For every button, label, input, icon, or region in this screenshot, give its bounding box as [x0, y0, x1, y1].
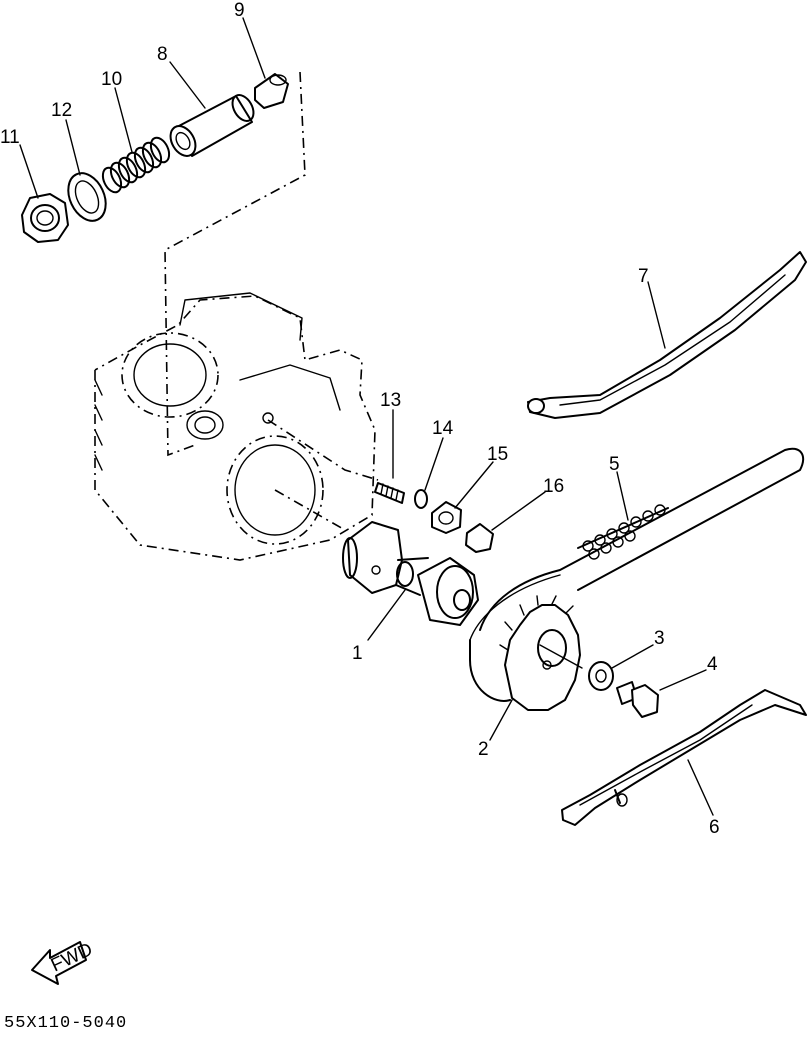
part-10-spring: [101, 136, 171, 194]
label-part-10: 10: [101, 69, 122, 90]
label-part-5: 5: [609, 454, 620, 475]
label-part-1: 1: [352, 643, 363, 664]
part-14-o-ring: [414, 489, 428, 509]
label-part-2: 2: [478, 739, 489, 760]
label-part-11: 11: [0, 127, 20, 148]
part-15-nut: [431, 501, 462, 534]
part-6-lower-chain-guide: [561, 689, 807, 826]
fwd-arrow-icon: FWD: [31, 939, 96, 985]
fwd-arrow-label: FWD: [48, 939, 96, 976]
part-13-stud-bolt: [374, 482, 405, 504]
label-part-4: 4: [707, 654, 718, 675]
part-4-bolt: [616, 681, 659, 718]
label-part-14: 14: [432, 418, 454, 439]
drawing-code: 55X110-5040: [4, 1014, 127, 1033]
part-1-camshaft: [342, 521, 479, 626]
assembly-reference-lines: [164, 71, 379, 531]
part-16-cap-nut: [465, 523, 494, 553]
part-number-labels: 1 2 3 4 5 6 7 8 9 10 11 12 13 14 15 16: [0, 0, 720, 838]
label-part-15: 15: [487, 444, 508, 465]
leader-lines: [19, 17, 714, 816]
part-9-cap: [254, 73, 289, 109]
label-part-7: 7: [638, 266, 649, 287]
label-part-3: 3: [654, 628, 665, 649]
part-7-upper-chain-guide: [527, 251, 807, 419]
part-2-sprocket: [499, 595, 581, 711]
label-part-8: 8: [157, 44, 168, 65]
label-part-6: 6: [709, 817, 720, 838]
part-5-cam-chain: [469, 447, 805, 702]
label-part-9: 9: [234, 0, 245, 21]
part-11-cap-bolt: [21, 193, 69, 243]
label-part-12: 12: [51, 100, 72, 121]
part-3-washer: [588, 661, 614, 691]
label-part-16: 16: [543, 476, 564, 497]
cylinder-head-drawing: [94, 292, 376, 561]
label-part-13: 13: [380, 390, 401, 411]
part-12-gasket: [67, 172, 107, 222]
part-8-tensioner-rod: [169, 94, 255, 157]
